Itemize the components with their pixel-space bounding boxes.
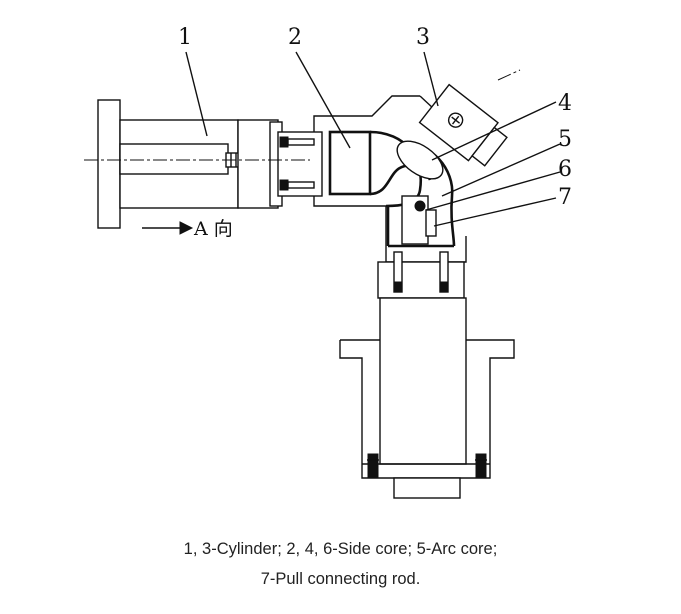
side-core-4 — [396, 140, 444, 180]
bottom-flange — [377, 251, 465, 299]
side-core-6 — [401, 195, 437, 245]
label-5: 5 — [558, 127, 572, 152]
direction-arrow — [142, 221, 194, 235]
pull-rod-7 — [425, 209, 437, 237]
piston-rod — [119, 143, 229, 175]
left-cylinder — [97, 99, 249, 229]
direction-label: A 向 — [193, 218, 233, 240]
label-6: 6 — [558, 157, 572, 182]
label-1: 1 — [178, 25, 192, 50]
leader-lines — [185, 51, 561, 227]
caption-line-2: 7-Pull connecting rod. — [260, 570, 421, 588]
label-2: 2 — [288, 25, 302, 50]
bottom-cylinder — [339, 297, 515, 499]
mounting-block — [237, 119, 323, 209]
top-cylinder — [418, 83, 508, 167]
center-line-top — [497, 69, 521, 81]
label-4: 4 — [558, 91, 572, 116]
label-7: 7 — [558, 185, 572, 210]
bolt-upper — [279, 136, 315, 148]
cylinder-flange — [97, 99, 121, 229]
caption-line-1: 1, 3-Cylinder; 2, 4, 6-Side core; 5-Arc … — [183, 540, 498, 558]
bolt-lower — [279, 179, 315, 191]
side-core-2 — [328, 130, 372, 196]
bottom-cap — [393, 477, 461, 499]
label-3: 3 — [416, 25, 430, 50]
